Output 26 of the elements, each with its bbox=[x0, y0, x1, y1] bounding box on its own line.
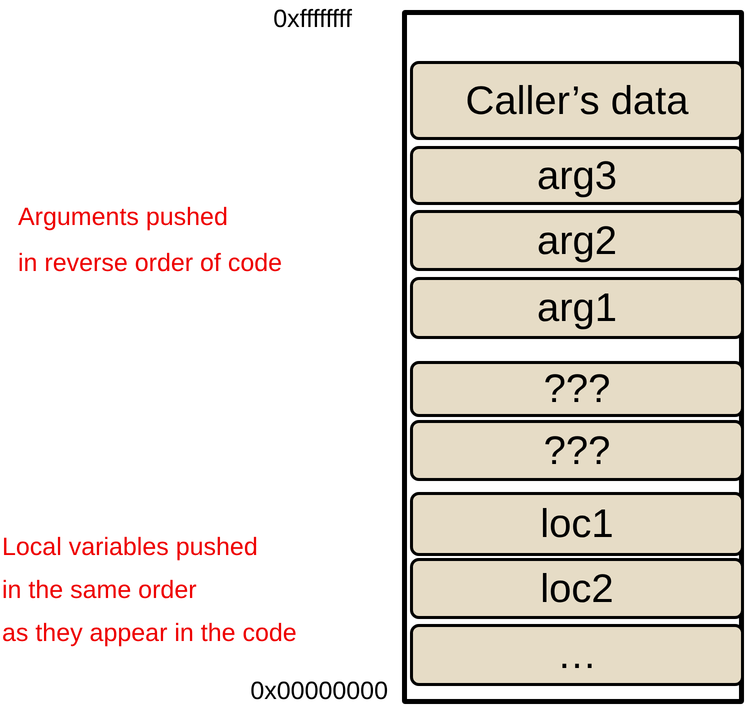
address-label: 0x00000000 bbox=[250, 678, 388, 706]
slot-label: ??? bbox=[544, 369, 610, 409]
slot-label: ??? bbox=[544, 430, 610, 470]
stack-slot bbox=[410, 361, 744, 417]
annotation: Arguments pushed bbox=[18, 204, 228, 232]
slot-label: arg1 bbox=[536, 288, 618, 328]
stack-slot bbox=[410, 277, 744, 339]
stack-slot bbox=[410, 146, 744, 205]
stack-slot bbox=[410, 210, 744, 271]
slot-label: … bbox=[557, 635, 597, 675]
slot-label: arg3 bbox=[536, 156, 618, 196]
slot-label: arg2 bbox=[536, 220, 618, 260]
slot-label: loc1 bbox=[540, 504, 614, 544]
annotation: Local variables pushed bbox=[2, 534, 258, 562]
annotation: in reverse order of code bbox=[18, 250, 282, 278]
stack-slot bbox=[410, 61, 744, 140]
annotation: as they appear in the code bbox=[2, 620, 297, 648]
stack-slot bbox=[410, 492, 744, 556]
address-label: 0xffffffff bbox=[273, 6, 352, 34]
slot-label: loc2 bbox=[540, 568, 614, 608]
slot-label: Caller’s data bbox=[465, 80, 689, 120]
stack-slot bbox=[410, 558, 744, 619]
stack-frame bbox=[402, 10, 744, 704]
annotation: in the same order bbox=[2, 577, 197, 604]
stack-slot bbox=[410, 420, 744, 481]
stack-slot bbox=[410, 624, 744, 686]
